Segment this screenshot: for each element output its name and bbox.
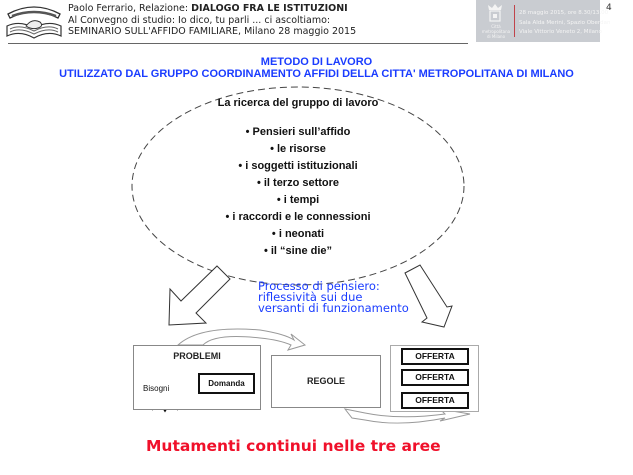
header-divider [8, 43, 468, 44]
banner-details: 28 maggio 2015, ore 8.30/13.00 Sala Alda… [519, 9, 610, 38]
page-number: 4 [606, 3, 612, 13]
header-author: Paolo Ferrario, Relazione: [68, 3, 192, 14]
banner-date: 28 maggio 2015, ore 8.30/13.00 [519, 10, 609, 16]
header-text: Paolo Ferrario, Relazione: DIALOGO FRA L… [68, 3, 356, 38]
arrow-down-left-icon [168, 265, 231, 326]
ellipse-heading: La ricerca del gruppo di lavoro [217, 97, 379, 109]
research-ellipse [131, 86, 465, 286]
regole-label: REGOLE [306, 376, 345, 386]
domanda-label: Domanda [208, 379, 245, 388]
curved-arrow-bottom-icon [343, 408, 471, 424]
regole-box: REGOLE [271, 355, 381, 408]
domanda-box: Domanda [198, 373, 255, 394]
slide-subtitle: UTILIZZATO DAL GRUPPO COORDINAMENTO AFFI… [59, 68, 574, 80]
header-logo [4, 2, 64, 40]
problemi-box: PROBLEMI Bisogni Domanda [133, 345, 261, 410]
process-line: versanti di funzionamento [258, 301, 409, 315]
ellipse-item: • i neonati [271, 228, 325, 240]
header-seminar: SEMINARIO SULL'AFFIDO FAMILIARE, Milano … [68, 26, 357, 37]
process-line: riflessività sui due [258, 290, 363, 304]
ellipse-item: • il “sine die” [263, 245, 333, 257]
process-text: Processo di pensiero: riflessività sui d… [258, 279, 409, 315]
event-banner: Città metropolitana di Milano 28 maggio … [476, 0, 610, 42]
offerta-item: OFFERTA [401, 348, 469, 365]
offerta-item: OFFERTA [401, 392, 469, 409]
problemi-label: PROBLEMI [173, 351, 221, 361]
ellipse-item: • le risorse [270, 143, 326, 155]
process-line: Processo di pensiero: [258, 279, 380, 293]
ellipse-item: • il terzo settore [256, 177, 340, 189]
bisogni-label: Bisogni [143, 384, 170, 393]
header-conference: Al Convegno di studio: Io dico, tu parli… [68, 14, 331, 26]
banner-venue: Sala Alda Merini, Spazio Oberdan [519, 19, 611, 26]
handshake-book-logo-icon [6, 6, 62, 39]
ellipse-item: • Pensieri sull’affido [245, 126, 351, 138]
banner-logo-text: Città metropolitana di Milano [481, 24, 511, 39]
ellipse-item: • i soggetti istituzionali [238, 160, 358, 172]
header-talk-title: DIALOGO FRA LE ISTITUZIONI [191, 3, 348, 14]
conclusion-text: Mutamenti continui nelle tre aree [146, 437, 441, 455]
slide-title: METODO DI LAVORO [260, 56, 373, 68]
banner-separator [514, 5, 515, 37]
banner-address: Viale Vittorio Veneto 2, Milano [519, 29, 602, 35]
arrow-down-right-icon [404, 264, 453, 328]
ellipse-item: • i raccordi e le connessioni [225, 211, 371, 223]
offerta-item: OFFERTA [401, 369, 469, 386]
ellipse-item: • i tempi [276, 194, 320, 206]
city-crest-icon [488, 4, 502, 22]
curved-arrow-top-icon [176, 328, 307, 351]
